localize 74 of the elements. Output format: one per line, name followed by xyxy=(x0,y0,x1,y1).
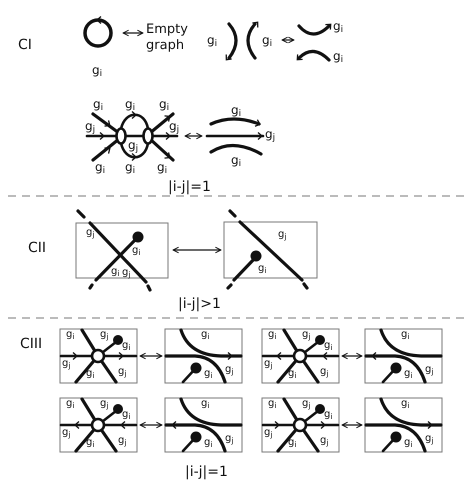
strand-label: g$_{j}$ xyxy=(225,365,234,375)
text-label: Empty graph xyxy=(146,22,189,54)
strand-label: g$_{i}$ xyxy=(268,330,276,340)
strand-label: g$_{j}$ xyxy=(86,228,94,238)
strand-label: g$_{i}$ xyxy=(401,330,410,340)
strand-label: g$_{j}$ xyxy=(100,330,108,340)
strand-label: g$_{j}$ xyxy=(225,434,234,444)
strand-label: g$_{i}$ xyxy=(404,369,412,379)
strand-label: g$_{j}$ xyxy=(85,120,96,132)
strand-label: g$_{j}$ xyxy=(100,399,108,409)
strand-label: g$_{i}$ xyxy=(231,154,242,166)
strand-label: g$_{j}$ xyxy=(425,365,434,375)
strand-label: g$_{j}$ xyxy=(320,436,328,446)
strand-label: g$_{j}$ xyxy=(169,120,180,132)
move-label: CII xyxy=(28,241,46,255)
strand-label: g$_{i}$ xyxy=(122,410,130,420)
strand-label: g$_{i}$ xyxy=(324,410,332,420)
condition-label: |i-j|=1 xyxy=(185,465,228,479)
strand-label: g$_{i}$ xyxy=(159,98,170,110)
strand-label: g$_{j}$ xyxy=(278,230,286,240)
strand-label: g$_{j}$ xyxy=(320,367,328,377)
condition-label: |i-j|=1 xyxy=(168,180,211,194)
strand-label: g$_{i}$ xyxy=(333,50,344,62)
strand-label: g$_{i}$ xyxy=(93,98,104,110)
strand-label: g$_{i}$ xyxy=(125,98,136,110)
strand-label: g$_{j}$ xyxy=(62,359,70,369)
strand-label: g$_{j}$ xyxy=(264,359,272,369)
strand-label: g$_{i}$ xyxy=(401,399,410,409)
strand-label: g$_{i}$ xyxy=(288,438,296,448)
strand-label: g$_{j}$ xyxy=(122,268,130,278)
strand-label: g$_{i}$ xyxy=(66,399,74,409)
double-arrow xyxy=(172,246,222,254)
strand-label: g$_{j}$ xyxy=(118,367,126,377)
condition-label: |i-j|>1 xyxy=(178,297,221,311)
strand-label: g$_{j}$ xyxy=(118,436,126,446)
strand-label: g$_{j}$ xyxy=(265,128,276,140)
strand-label: g$_{j}$ xyxy=(302,399,310,409)
double-arrow xyxy=(342,422,362,428)
strand-label: g$_{i}$ xyxy=(333,20,344,32)
double-arrow xyxy=(184,132,202,140)
strand-label: g$_{i}$ xyxy=(132,246,140,256)
double-arrow xyxy=(282,36,294,44)
strand-label: g$_{i}$ xyxy=(201,330,210,340)
strand-label: g$_{i}$ xyxy=(111,267,120,277)
strand-label: g$_{i}$ xyxy=(324,341,332,351)
strand-label: g$_{i}$ xyxy=(231,104,242,116)
strand-label: g$_{i}$ xyxy=(122,341,130,351)
strand-label: g$_{j}$ xyxy=(302,330,310,340)
strand-label: g$_{i}$ xyxy=(404,438,412,448)
strand-label: g$_{i}$ xyxy=(204,369,212,379)
strand-label: g$_{j}$ xyxy=(62,428,70,438)
strand-label: g$_{i}$ xyxy=(204,438,212,448)
double-arrow xyxy=(140,352,162,360)
strand-label: g$_{i}$ xyxy=(157,161,168,173)
double-arrow xyxy=(122,30,144,36)
double-arrow xyxy=(140,422,162,428)
strand-label: g$_{i}$ xyxy=(92,64,102,76)
strand-label: g$_{i}$ xyxy=(66,330,74,340)
strand-label: g$_{i}$ xyxy=(86,369,94,379)
strand-label: g$_{i}$ xyxy=(262,34,272,46)
strand-label: g$_{i}$ xyxy=(268,399,276,409)
strand-label: g$_{i}$ xyxy=(125,161,136,173)
strand-label: g$_{i}$ xyxy=(258,264,266,274)
double-arrow xyxy=(342,352,362,360)
strand-label: g$_{i}$ xyxy=(288,369,296,379)
strand-label: g$_{i}$ xyxy=(201,399,210,409)
strand-label: g$_{i}$ xyxy=(207,34,218,46)
strand-label: g$_{j}$ xyxy=(264,428,272,438)
strand-label: g$_{i}$ xyxy=(95,161,106,173)
move-label: CI xyxy=(18,38,32,52)
move-label: CIII xyxy=(20,337,42,351)
strand-label: g$_{j}$ xyxy=(128,139,138,151)
strand-label: g$_{j}$ xyxy=(425,434,434,444)
strand-label: g$_{i}$ xyxy=(86,438,94,448)
